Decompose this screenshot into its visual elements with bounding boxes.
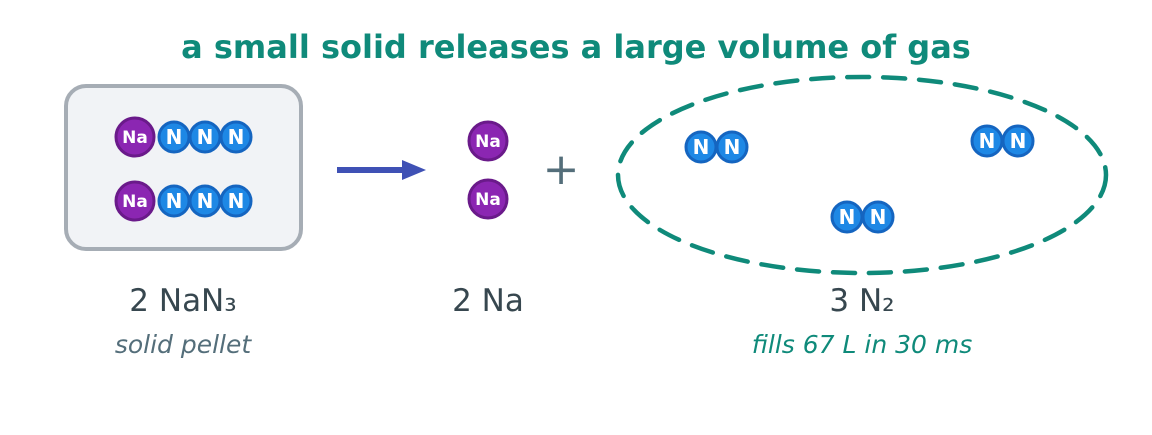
diagram-title: a small solid releases a large volume of… — [181, 28, 971, 66]
sodium-azide-molecule: Na N N N — [114, 180, 253, 222]
gas-volume-outline — [615, 74, 1109, 276]
nitrogen-atom-label: N — [724, 135, 741, 159]
nitrogen-atom-label: N — [870, 205, 887, 229]
nitrogen-atom-label: N — [839, 205, 856, 229]
sodium-product: Na Na — [467, 120, 509, 220]
sodium-product-formula: 2 Na — [452, 283, 524, 319]
nitrogen-atom-label: N — [693, 135, 710, 159]
nitrogen-atom-label: N — [197, 125, 214, 149]
nitrogen-atom — [219, 184, 253, 218]
nitrogen-atom-label: N — [979, 129, 996, 153]
sodium-atom — [114, 116, 156, 158]
nitrogen-molecule: N N — [684, 130, 749, 164]
plus-sign: + — [543, 144, 580, 195]
nitrogen-atom-label: N — [197, 189, 214, 213]
nitrogen-product-formula: 3 N₂ — [829, 283, 894, 319]
pellet-box — [64, 84, 303, 251]
sodium-atom — [467, 178, 509, 220]
nitrogen-atom-label: N — [166, 189, 183, 213]
nitrogen-atom-label: N — [228, 189, 245, 213]
sodium-azide-molecule: Na N N N — [114, 116, 253, 158]
nitrogen-atom — [715, 130, 749, 164]
reactant-caption: solid pellet — [115, 330, 253, 359]
nitrogen-gas-cloud: N N N N N N — [615, 74, 1109, 276]
nitrogen-atom — [1001, 124, 1035, 158]
reaction-arrow-icon — [337, 160, 426, 180]
nitrogen-atom-label: N — [228, 125, 245, 149]
nitrogen-product-caption: fills 67 L in 30 ms — [752, 330, 973, 359]
nitrogen-molecule: N N — [970, 124, 1035, 158]
sodium-atom — [114, 180, 156, 222]
nitrogen-atom — [219, 120, 253, 154]
reactant-pellet: Na N N N Na N N N — [64, 84, 303, 251]
sodium-atom — [467, 120, 509, 162]
nitrogen-atom — [861, 200, 895, 234]
nitrogen-atom-label: N — [1010, 129, 1027, 153]
nitrogen-atom-label: N — [166, 125, 183, 149]
nitrogen-molecule: N N — [830, 200, 895, 234]
sodium-atom-label: Na — [122, 192, 148, 212]
sodium-atom-label: Na — [475, 190, 501, 210]
reactant-formula: 2 NaN₃ — [129, 283, 236, 319]
sodium-atom-label: Na — [122, 128, 148, 148]
sodium-atom-label: Na — [475, 132, 501, 152]
